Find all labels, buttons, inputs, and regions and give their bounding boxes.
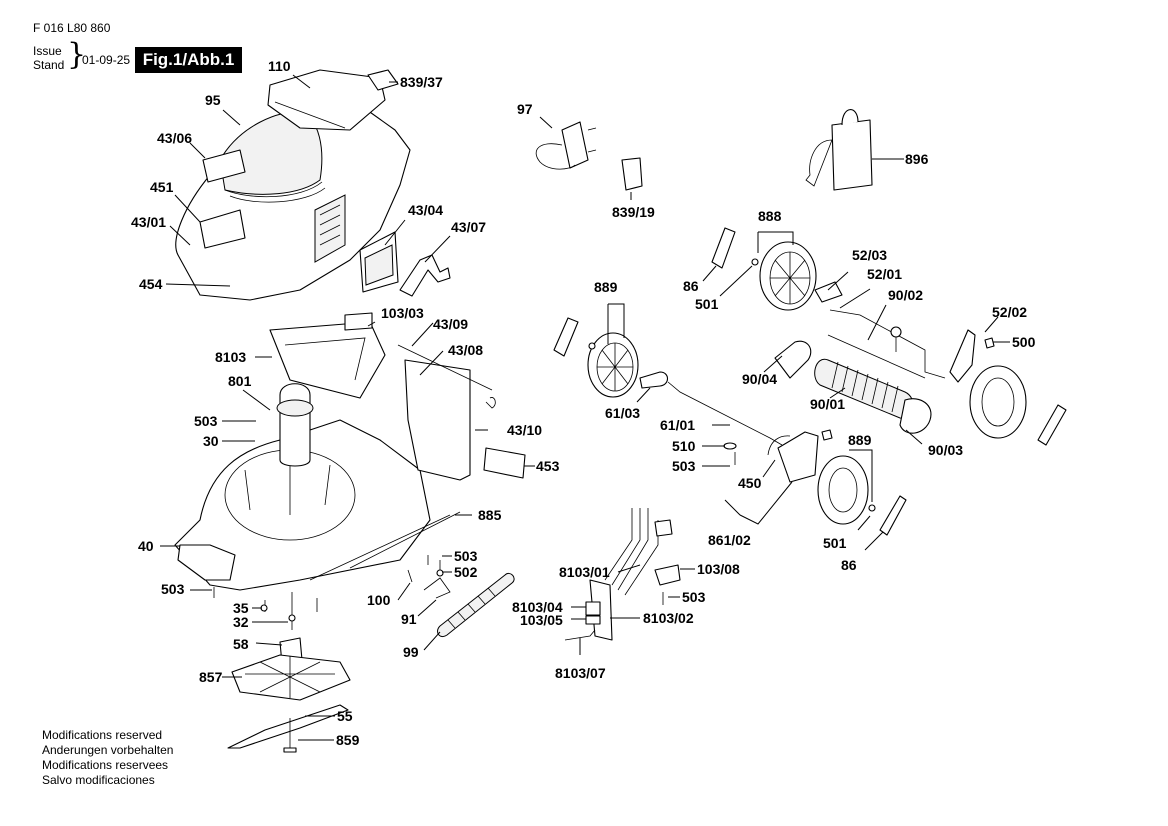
callout-43-10: 43/10 (507, 422, 542, 438)
callout-503-mid: 503 (672, 458, 696, 474)
callout-501-top: 501 (695, 296, 719, 312)
callout-503-right: 503 (454, 548, 478, 564)
callout-451: 451 (150, 179, 174, 195)
stand-label: Stand (33, 58, 65, 72)
callout-86-top: 86 (683, 278, 699, 294)
callout-896: 896 (905, 151, 929, 167)
callout-8103-01: 8103/01 (559, 564, 610, 580)
callout-8103: 8103 (215, 349, 246, 365)
callout-885: 885 (478, 507, 502, 523)
callout-52-03: 52/03 (852, 247, 887, 263)
callout-8103-04: 8103/04 (512, 599, 563, 615)
callout-35: 35 (233, 600, 249, 616)
callout-103-08: 103/08 (697, 561, 740, 577)
callout-503-left: 503 (161, 581, 185, 597)
issue-date: 01-09-25 (82, 53, 131, 67)
callout-99: 99 (403, 644, 419, 660)
rear-wheel-drawing (553, 227, 817, 398)
callout-503-motor: 503 (194, 413, 218, 429)
charger-drawing (535, 121, 643, 191)
callout-510: 510 (672, 438, 696, 454)
callout-103-05: 103/05 (520, 612, 563, 628)
front-axle-drawing (639, 371, 907, 536)
callout-91: 91 (401, 611, 417, 627)
callout-90-04: 90/04 (742, 371, 777, 387)
leader-lines (160, 74, 1010, 741)
notice-line-en: Modifications reserved (42, 728, 163, 742)
callout-103-03: 103/03 (381, 305, 424, 321)
callout-859: 859 (336, 732, 360, 748)
handle-insert-drawing (359, 231, 451, 297)
figure-badge: Fig.1/Abb.1 (135, 47, 242, 73)
callout-43-09: 43/09 (433, 316, 468, 332)
document-code: F 016 L80 860 (33, 21, 111, 35)
callout-450: 450 (738, 475, 762, 491)
callout-40: 40 (138, 538, 154, 554)
callout-86-bottom: 86 (841, 557, 857, 573)
deck-drawing (174, 312, 526, 591)
callout-501-bottom: 501 (823, 535, 847, 551)
callout-502: 502 (454, 564, 478, 580)
callout-43-07: 43/07 (451, 219, 486, 235)
callout-55: 55 (337, 708, 353, 724)
notice-line-fr: Modifications reservees (42, 758, 169, 772)
callout-8103-02: 8103/02 (643, 610, 694, 626)
callout-861-02: 861/02 (708, 532, 751, 548)
issue-stand-labels: Issue Stand (33, 44, 64, 72)
notice-line-de: Anderungen vorbehalten (42, 743, 174, 757)
notice-line-es: Salvo modificaciones (42, 773, 155, 787)
callout-110: 110 (268, 58, 291, 74)
modifications-notice: Modifications reserved Anderungen vorbeh… (42, 728, 173, 788)
callout-90-01: 90/01 (810, 396, 845, 412)
callout-43-08: 43/08 (448, 342, 483, 358)
callout-90-02: 90/02 (888, 287, 923, 303)
callout-95: 95 (205, 92, 221, 108)
callout-labels: 110 839/37 95 43/06 451 43/01 454 43/04 … (131, 58, 1036, 748)
callout-52-02: 52/02 (992, 304, 1027, 320)
callout-52-01: 52/01 (867, 266, 902, 282)
callout-58: 58 (233, 636, 249, 652)
roller-drawing (774, 281, 1067, 446)
callout-839-19: 839/19 (612, 204, 655, 220)
issue-label: Issue (33, 44, 62, 58)
callout-61-03: 61/03 (605, 405, 640, 421)
callout-43-04: 43/04 (408, 202, 443, 218)
callout-61-01: 61/01 (660, 417, 695, 433)
grass-box-assembly (175, 69, 411, 301)
brace-icon: } (67, 37, 87, 72)
callout-500: 500 (1012, 334, 1036, 350)
callout-43-01: 43/01 (131, 214, 166, 230)
callout-453: 453 (536, 458, 560, 474)
callout-857: 857 (199, 669, 223, 685)
battery-drawing (805, 109, 873, 191)
callout-839-37: 839/37 (400, 74, 443, 90)
callout-801: 801 (228, 373, 252, 389)
callout-30: 30 (203, 433, 219, 449)
callout-8103-07: 8103/07 (555, 665, 606, 681)
callout-97: 97 (517, 101, 533, 117)
blade-drawing (227, 637, 351, 753)
callout-888: 888 (758, 208, 782, 224)
callout-889-right: 889 (848, 432, 872, 448)
callout-889-left: 889 (594, 279, 618, 295)
callout-32: 32 (233, 614, 249, 630)
electronics-drawing (564, 508, 681, 641)
callout-454: 454 (139, 276, 163, 292)
callout-90-03: 90/03 (928, 442, 963, 458)
callout-43-06: 43/06 (157, 130, 192, 146)
callout-100: 100 (367, 592, 391, 608)
callout-503-elec: 503 (682, 589, 706, 605)
